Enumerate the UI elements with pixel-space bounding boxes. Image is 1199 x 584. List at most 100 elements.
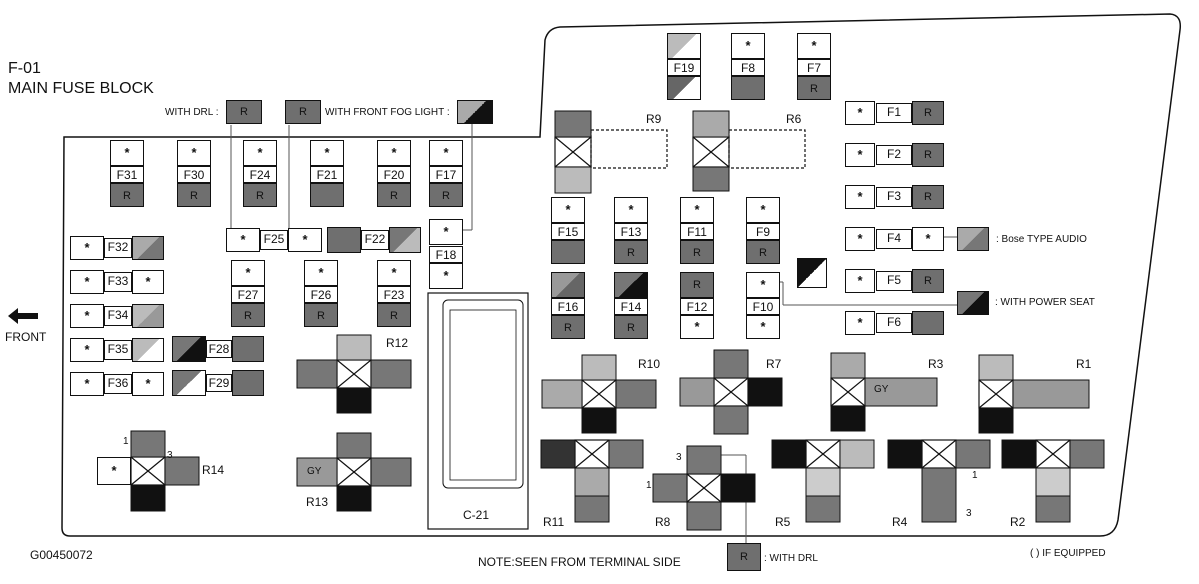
fuse-f29-left: [172, 370, 206, 396]
fuse-f16-top: [551, 272, 585, 298]
fuse-f5-star: *: [845, 269, 875, 293]
fuse-f3-r: R: [912, 185, 944, 209]
relay-r9-label: R9: [646, 112, 662, 126]
fuse-f19-top: [667, 33, 701, 59]
fuse-f33-right: *: [132, 270, 164, 294]
fuse-f35-label: F35: [104, 340, 132, 360]
fuse-f1-label: F1: [876, 103, 912, 123]
fuse-f17-label: F17: [429, 166, 463, 183]
r14-star-box: *: [97, 457, 131, 485]
fuse-f13-label: F13: [614, 223, 648, 240]
fuse-f24-top: *: [243, 140, 277, 166]
fuse-f19-bottom: [667, 76, 701, 100]
fuse-f32-label: F32: [104, 238, 132, 258]
fuse-f33-left: *: [70, 270, 104, 294]
fuse-f25-label: F25: [260, 230, 288, 250]
fuse-f26-bottom: R: [304, 303, 338, 327]
fuse-f8-label: F8: [731, 59, 765, 76]
fuse-f32-right: [132, 236, 164, 260]
fuse-f25-right: *: [288, 228, 322, 252]
r14-pin-3: 3: [167, 450, 173, 461]
fuse-f35-right: [132, 338, 164, 362]
fuse-f8-top: *: [731, 33, 765, 59]
fuse-f23-bottom: R: [377, 303, 411, 327]
fuse-f6-label: F6: [876, 313, 912, 333]
fuse-f24-bottom: R: [243, 183, 277, 207]
fuse-f20-label: F20: [377, 166, 411, 183]
fuse-f17-bottom: R: [429, 183, 463, 207]
relay-r14-label: R14: [202, 463, 225, 477]
legend-bose-audio: : Bose TYPE AUDIO: [996, 234, 1087, 245]
fuse-f18-label: F18: [429, 246, 463, 263]
fuse-f2-star: *: [845, 143, 875, 167]
fuse-f19-label: F19: [667, 59, 701, 76]
fuse-f30-bottom: R: [177, 183, 211, 207]
relay-r6-label: R6: [786, 112, 802, 126]
fuse-f29-label: F29: [206, 374, 232, 392]
fuse-f15-top: *: [551, 197, 585, 223]
fuse-f14-label: F14: [614, 298, 648, 315]
fuse-f9-label: F9: [746, 223, 780, 240]
relay-r3-label: R3: [928, 357, 944, 371]
fuse-f23-label: F23: [377, 286, 411, 303]
fuse-f10-label: F10: [746, 298, 780, 315]
fuse-f13-top: *: [614, 197, 648, 223]
r4-pin-1: 1: [972, 470, 978, 481]
fuse-f32-left: *: [70, 236, 104, 260]
image-id: G00450072: [30, 548, 93, 562]
fuse-f31-bottom: R: [110, 183, 144, 207]
fuse-f12-label: F12: [680, 298, 714, 315]
relay-r10-label: R10: [638, 357, 661, 371]
fuse-f26-label: F26: [304, 286, 338, 303]
fuse-f4-star: *: [845, 227, 875, 251]
fuse-f27-bottom: R: [231, 303, 265, 327]
fuse-f20-top: *: [377, 140, 411, 166]
bose-audio-box: [957, 227, 989, 251]
fuse-f26-top: *: [304, 260, 338, 286]
fuse-f36-label: F36: [104, 374, 132, 394]
r13-gy-label: GY: [307, 466, 322, 477]
fuse-f22-right: [389, 227, 421, 253]
fuse-f10-bottom: *: [746, 315, 780, 339]
relay-r8-label: R8: [655, 515, 671, 529]
fuse-f14-bottom: R: [614, 315, 648, 339]
fuse-f28-label: F28: [206, 340, 232, 358]
fuse-f18-bottom: *: [429, 263, 463, 289]
fuse-f1-r: R: [912, 101, 944, 125]
connector-c21-label: C-21: [463, 508, 490, 522]
fuse-f22-label: F22: [361, 230, 389, 250]
fuse-f20-bottom: R: [377, 183, 411, 207]
drl-relay-box: R: [226, 100, 262, 124]
fuse-f11-label: F11: [680, 223, 714, 240]
fuse-f6-r: [912, 311, 944, 335]
fuse-f16-bottom: R: [551, 315, 585, 339]
note-terminal-side: NOTE:SEEN FROM TERMINAL SIDE: [478, 555, 681, 569]
fuse-f27-top: *: [231, 260, 265, 286]
relay-r5-label: R5: [775, 515, 791, 529]
fuse-f12-top: R: [680, 272, 714, 298]
fuse-f29-right: [232, 370, 264, 396]
fuse-f30-label: F30: [177, 166, 211, 183]
r8-pin-1: 1: [646, 480, 652, 491]
relay-r7-label: R7: [766, 357, 782, 371]
r14-pin-1: 1: [123, 436, 129, 447]
fuse-f7-bottom: R: [797, 76, 831, 100]
fuse-f34-right: [132, 304, 164, 328]
fuse-f18-top: *: [429, 219, 463, 245]
relay-r2-label: R2: [1010, 515, 1026, 529]
fuse-f31-label: F31: [110, 166, 144, 183]
fuse-f33-label: F33: [104, 272, 132, 292]
legend-front-fog: WITH FRONT FOG LIGHT :: [325, 107, 450, 118]
fuse-f6-star: *: [845, 311, 875, 335]
fuse-f5-r: R: [912, 269, 944, 293]
fuse-f27-label: F27: [231, 286, 265, 303]
fuse-f4-label: F4: [876, 229, 912, 249]
by-diamond-connector: [797, 258, 827, 288]
fuse-f28-right: [232, 336, 264, 362]
front-label: FRONT: [5, 330, 47, 344]
fuse-f30-top: *: [177, 140, 211, 166]
front-fog-box: [457, 100, 493, 124]
fuse-f36-left: *: [70, 372, 104, 396]
fuse-f5-label: F5: [876, 271, 912, 291]
